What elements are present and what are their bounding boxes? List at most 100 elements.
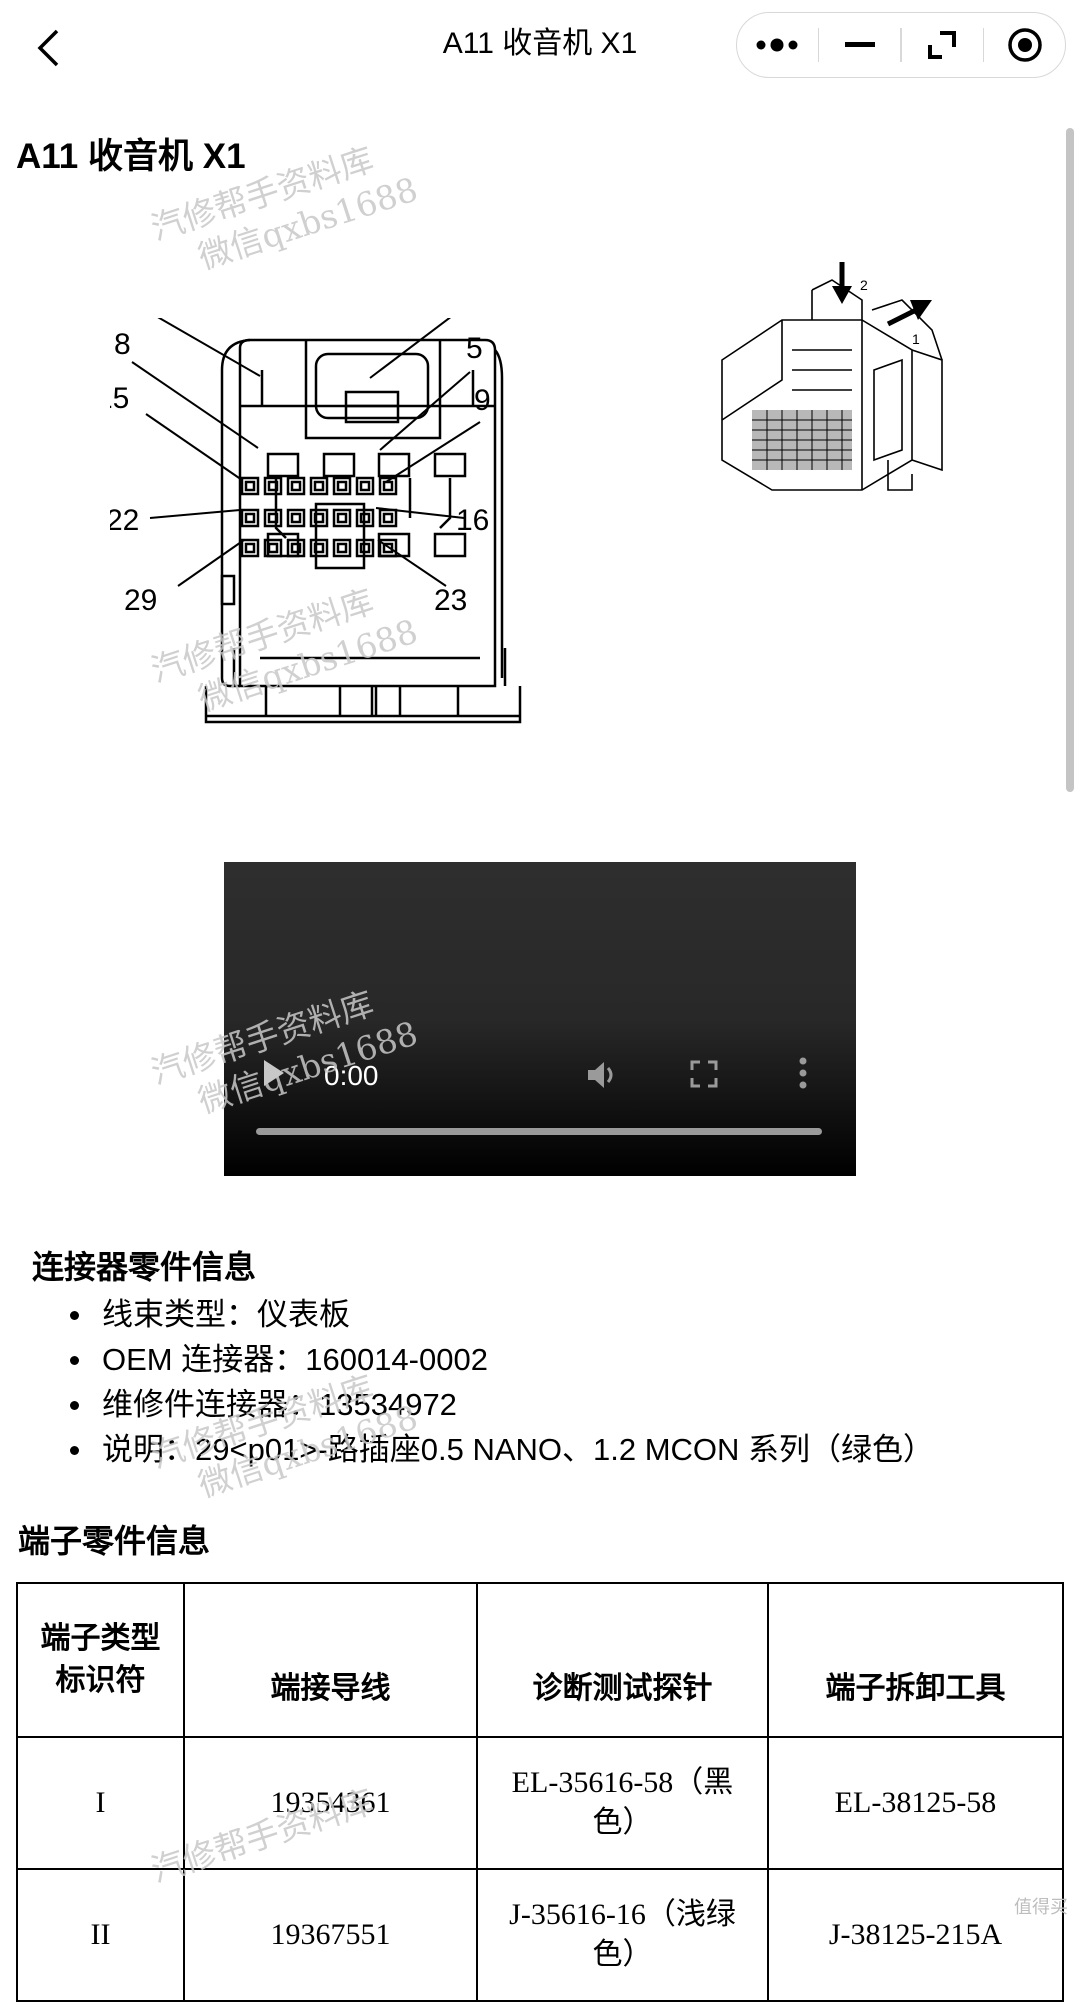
pin-label: 23 xyxy=(434,584,467,617)
connector-pinout-diagram: 4 1 8 5 15 9 22 16 29 23 xyxy=(110,318,522,724)
back-chevron-icon xyxy=(37,29,59,67)
pin-label: 29 xyxy=(124,584,157,617)
table-header-row: 端子类型标识符 端接导线 诊断测试探针 端子拆卸工具 xyxy=(16,1582,1064,1738)
capsule-separator xyxy=(900,28,902,62)
pin-cavity-inner xyxy=(313,542,325,554)
back-button[interactable] xyxy=(28,24,68,72)
pin-cavity-inner xyxy=(313,512,325,524)
table-cell: J-38125-215A xyxy=(767,1868,1064,2002)
pin-cavity xyxy=(240,538,260,558)
pin-label: 16 xyxy=(456,504,489,537)
table-row: I 19354361 EL-35616-58（黑色） EL-38125-58 xyxy=(16,1736,1064,1870)
table-header: 诊断测试探针 xyxy=(476,1582,769,1738)
fullscreen-button[interactable] xyxy=(690,1060,718,1093)
record-target-icon xyxy=(1007,28,1042,62)
connector-info-list: 线束类型：仪表板 OEM 连接器：160014-0002 维修件连接器：1353… xyxy=(66,1292,934,1472)
pin-cavity-inner xyxy=(244,542,256,554)
vertical-dots-icon xyxy=(799,1057,807,1089)
video-progress-bar[interactable] xyxy=(256,1128,822,1135)
top-nav-bar: A11 收音机 X1 xyxy=(0,0,1080,96)
volume-button[interactable] xyxy=(586,1058,620,1097)
pin-cavity-inner xyxy=(382,512,394,524)
pin-cavity xyxy=(355,538,375,558)
terminal-parts-table: 端子类型标识符 端接导线 诊断测试探针 端子拆卸工具 I 19354361 EL… xyxy=(16,1582,1064,2002)
list-item: 说明：29<p01>-路插座0.5 NANO、1.2 MCON 系列（绿色） xyxy=(66,1427,934,1472)
play-button[interactable] xyxy=(262,1058,286,1093)
watermark-line: 微信qxbs1688 xyxy=(193,169,423,277)
minimize-button[interactable] xyxy=(819,13,900,77)
page-title: A11 收音机 X1 xyxy=(16,137,246,176)
table-cell: II xyxy=(16,1868,185,2002)
table-row: II 19367551 J-35616-16（浅绿色） J-38125-215A xyxy=(16,1868,1064,2002)
pin-cavity xyxy=(332,476,352,496)
table-cell: EL-38125-58 xyxy=(767,1736,1064,1870)
window-switch-icon xyxy=(928,31,957,59)
video-time: 0:00 xyxy=(324,1060,379,1091)
connector-info-heading: 连接器零件信息 xyxy=(32,1249,257,1285)
pin-label: 5 xyxy=(466,332,483,365)
scrollbar[interactable] xyxy=(1066,128,1074,792)
pin-cavity-inner xyxy=(336,480,348,492)
play-icon xyxy=(264,1060,284,1086)
pin-cavity-inner xyxy=(244,480,256,492)
more-button[interactable] xyxy=(737,13,818,77)
arrow-label: 1 xyxy=(912,331,920,347)
pin-cavity xyxy=(332,538,352,558)
pin-cavity-inner xyxy=(359,512,371,524)
table-header: 端接导线 xyxy=(183,1582,478,1738)
pin-cavity-inner xyxy=(290,480,302,492)
pin-label: 15 xyxy=(110,382,129,415)
window-switch-button[interactable] xyxy=(902,13,983,77)
table-cell: 19354361 xyxy=(183,1736,478,1870)
pin-cavity xyxy=(263,508,283,528)
arrow-label: 2 xyxy=(860,277,868,293)
mini-program-capsule xyxy=(736,12,1066,78)
pin-cavity-inner xyxy=(336,512,348,524)
list-item: OEM 连接器：160014-0002 xyxy=(66,1337,934,1382)
pin-cavity xyxy=(286,476,306,496)
pin-cavity-inner xyxy=(290,512,302,524)
pin-cavity-inner xyxy=(359,480,371,492)
video-more-button[interactable] xyxy=(798,1056,808,1095)
pin-cavity-inner xyxy=(336,542,348,554)
arrow-right-icon xyxy=(886,300,932,327)
pin-cavity-inner xyxy=(382,542,394,554)
pin-cavity xyxy=(286,538,306,558)
pin-label: 22 xyxy=(110,504,139,537)
capsule-separator xyxy=(817,28,820,62)
pin-cavity xyxy=(355,476,375,496)
table-cell: EL-35616-58（黑色） xyxy=(476,1736,769,1870)
capsule-separator xyxy=(982,28,985,62)
corner-watermark: 值得买 xyxy=(1014,1897,1068,1917)
pin-label: 9 xyxy=(474,384,491,417)
pin-label: 8 xyxy=(114,328,131,361)
pin-cavity xyxy=(286,508,306,528)
volume-icon xyxy=(588,1062,613,1088)
terminal-info-heading: 端子零件信息 xyxy=(18,1523,211,1559)
table-header: 端子类型标识符 xyxy=(16,1582,185,1738)
pin-cavity xyxy=(378,508,398,528)
pin-cavity xyxy=(309,538,329,558)
pin-cavity xyxy=(355,508,375,528)
close-button[interactable] xyxy=(984,13,1065,77)
pin-cavity xyxy=(240,508,260,528)
connector-isometric-drawing: 2 1 xyxy=(721,262,943,491)
table-cell: 19367551 xyxy=(183,1868,478,2002)
minimize-icon xyxy=(844,42,875,47)
pin-cavity-inner xyxy=(359,542,371,554)
pin-cavity xyxy=(309,476,329,496)
pin-cavity xyxy=(378,476,398,496)
pin-cavity-inner xyxy=(290,542,302,554)
pin-cavity xyxy=(240,476,260,496)
arrow-down-icon xyxy=(832,262,852,304)
table-cell: J-35616-16（浅绿色） xyxy=(476,1868,769,2002)
pin-cavity-inner xyxy=(267,512,279,524)
video-player[interactable]: 0:00 xyxy=(224,862,856,1176)
pin-cavity xyxy=(332,508,352,528)
pin-cavity-inner xyxy=(382,480,394,492)
list-item: 线束类型：仪表板 xyxy=(66,1292,934,1337)
table-header: 端子拆卸工具 xyxy=(767,1582,1064,1738)
list-item: 维修件连接器：13534972 xyxy=(66,1382,934,1427)
table-cell: I xyxy=(16,1736,185,1870)
pin-cavity xyxy=(309,508,329,528)
